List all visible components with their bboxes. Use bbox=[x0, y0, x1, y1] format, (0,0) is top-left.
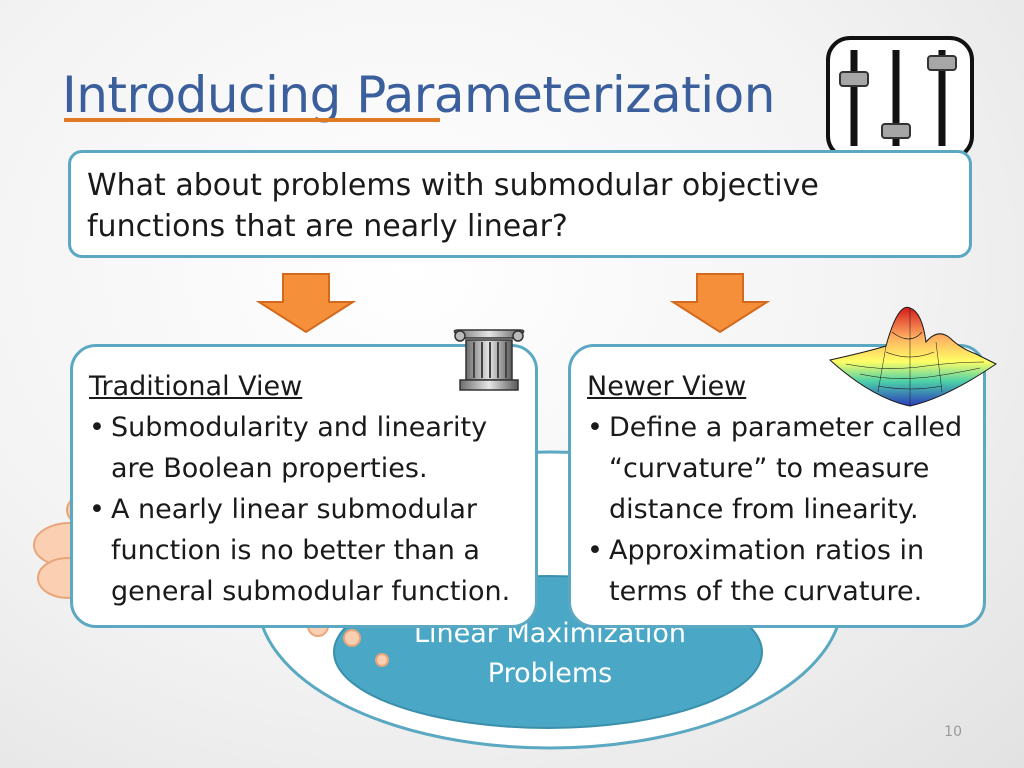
question-box: What about problems with submodular obje… bbox=[68, 150, 972, 258]
page-number: 10 bbox=[944, 724, 962, 740]
traditional-view-card: Traditional View •Submodularity and line… bbox=[70, 344, 538, 628]
newer-view-list: •Define a parameter called “curvature” t… bbox=[587, 407, 969, 612]
list-item: •Define a parameter called “curvature” t… bbox=[587, 412, 963, 525]
title-underline bbox=[64, 118, 440, 122]
arrow-down-icon bbox=[256, 273, 356, 334]
traditional-view-heading: Traditional View bbox=[89, 371, 303, 402]
question-text: What about problems with submodular obje… bbox=[87, 168, 819, 244]
sliders-icon bbox=[826, 36, 974, 160]
surface-plot-icon bbox=[828, 306, 997, 407]
list-item: •Approximation ratios in terms of the cu… bbox=[587, 535, 925, 607]
newer-view-heading: Newer View bbox=[587, 371, 747, 402]
traditional-view-list: •Submodularity and linearity are Boolean… bbox=[89, 407, 521, 612]
arrow-down-icon bbox=[670, 273, 770, 334]
list-item: •A nearly linear submodular function is … bbox=[89, 494, 511, 607]
greek-column-icon bbox=[453, 329, 525, 391]
list-item: •Submodularity and linearity are Boolean… bbox=[89, 412, 488, 484]
slide-title: Introducing Parameterization bbox=[62, 66, 775, 124]
